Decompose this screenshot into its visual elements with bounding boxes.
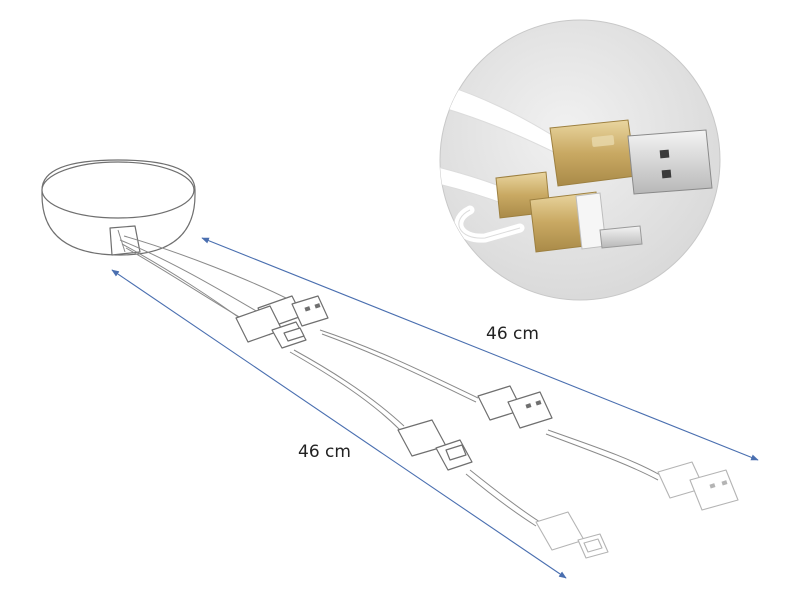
lightning-plug-icon bbox=[495, 171, 643, 253]
dimension-label-b: 46 cm bbox=[298, 442, 351, 462]
usb-a-plug-icon bbox=[477, 385, 553, 429]
usb-c-plug-icon bbox=[397, 419, 473, 471]
inset-detail bbox=[439, 19, 721, 301]
micro-usb-plug-icon bbox=[535, 511, 609, 559]
dimension-line-b bbox=[111, 269, 567, 579]
usb-a-plug-icon bbox=[657, 461, 739, 511]
usb-a-plug-icon bbox=[549, 119, 713, 195]
dimension-line-a bbox=[201, 237, 759, 461]
dimension-label-a: 46 cm bbox=[486, 324, 539, 344]
reel-housing-icon bbox=[41, 159, 196, 256]
